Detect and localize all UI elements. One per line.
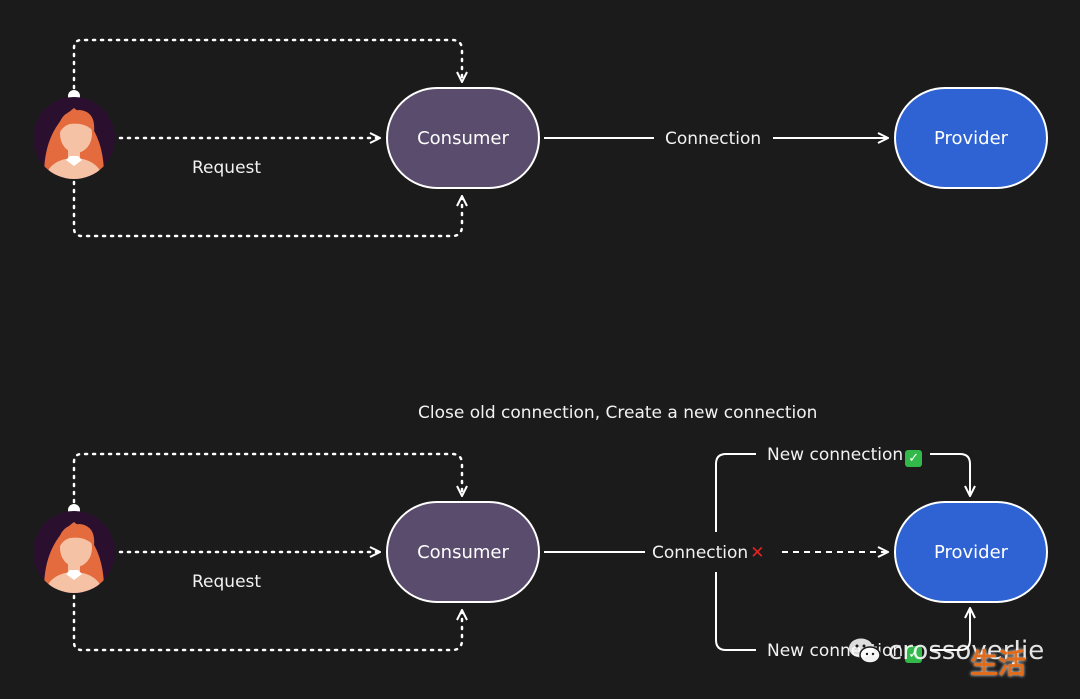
request-label-bottom: Request (192, 572, 262, 592)
new-connection-arrow-top (930, 453, 970, 496)
watermark: crossoverJie (848, 636, 1044, 666)
cross-mark-icon: ✕ (750, 543, 765, 563)
provider-node-top: Provider (894, 87, 1048, 189)
broken-connection-label: Connection✕ (648, 542, 769, 564)
user-avatar-icon-top (33, 97, 115, 179)
consumer-node-top: Consumer (386, 87, 540, 189)
wechat-icon (849, 638, 881, 664)
connection-label-bottom: Connection (652, 543, 749, 563)
check-mark-icon-top: ✓ (905, 450, 923, 467)
dotted-path-top-upper (72, 38, 462, 98)
new-connection-text-top: New connection (767, 445, 904, 465)
dotted-path-bottom-lower (72, 594, 462, 652)
connection-label-top: Connection (665, 129, 762, 149)
watermark-text: crossoverJie (888, 636, 1045, 666)
watermark-brand-logo: 生活 (970, 647, 1027, 680)
dotted-path-bottom-upper (72, 452, 462, 512)
branch-vertical-lower (715, 572, 756, 651)
check-mark-icon-bottom: ✓ (905, 646, 923, 663)
user-avatar-icon-bottom (33, 511, 115, 593)
consumer-node-bottom: Consumer (386, 501, 540, 603)
branch-vertical-upper (715, 453, 756, 532)
new-connection-label-top: New connection✓ (767, 444, 923, 467)
provider-label-top: Provider (933, 127, 1009, 149)
new-connection-arrow-bottom (930, 608, 970, 651)
consumer-label-bottom: Consumer (417, 541, 509, 563)
provider-node-bottom: Provider (894, 501, 1048, 603)
caption-label: Close old connection, Create a new conne… (418, 403, 818, 423)
dotted-path-top-lower (72, 180, 462, 238)
consumer-label-top: Consumer (417, 127, 509, 149)
provider-label-bottom: Provider (933, 541, 1009, 563)
request-label-top: Request (192, 158, 262, 178)
